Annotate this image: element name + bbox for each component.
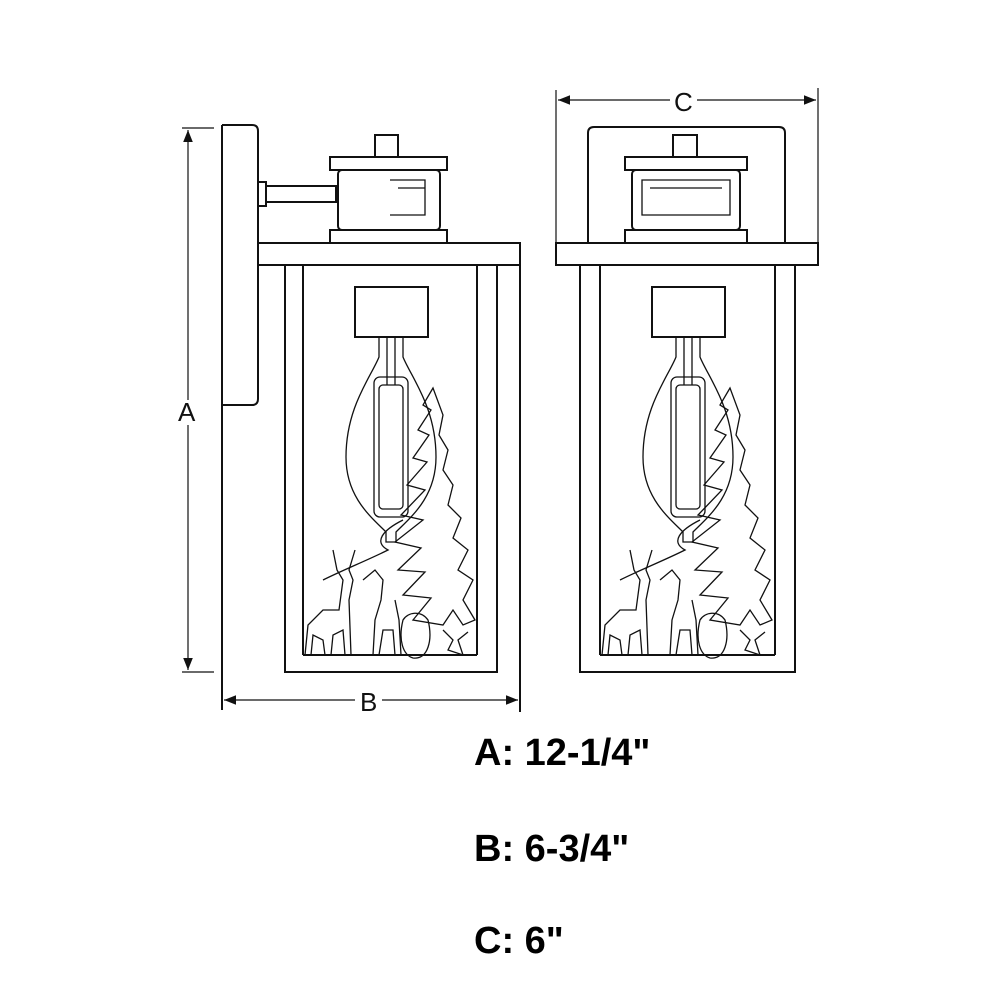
dimension-label-b: B xyxy=(360,687,377,717)
spec-c: C: 6" xyxy=(474,920,564,962)
dimension-label-c: C xyxy=(674,87,693,117)
dimension-label-a: A xyxy=(178,397,196,427)
spec-a: A: 12-1/4" xyxy=(474,732,651,774)
spec-b: B: 6-3/4" xyxy=(474,828,630,870)
side-view: A B xyxy=(178,124,521,717)
front-view: C xyxy=(555,87,819,673)
